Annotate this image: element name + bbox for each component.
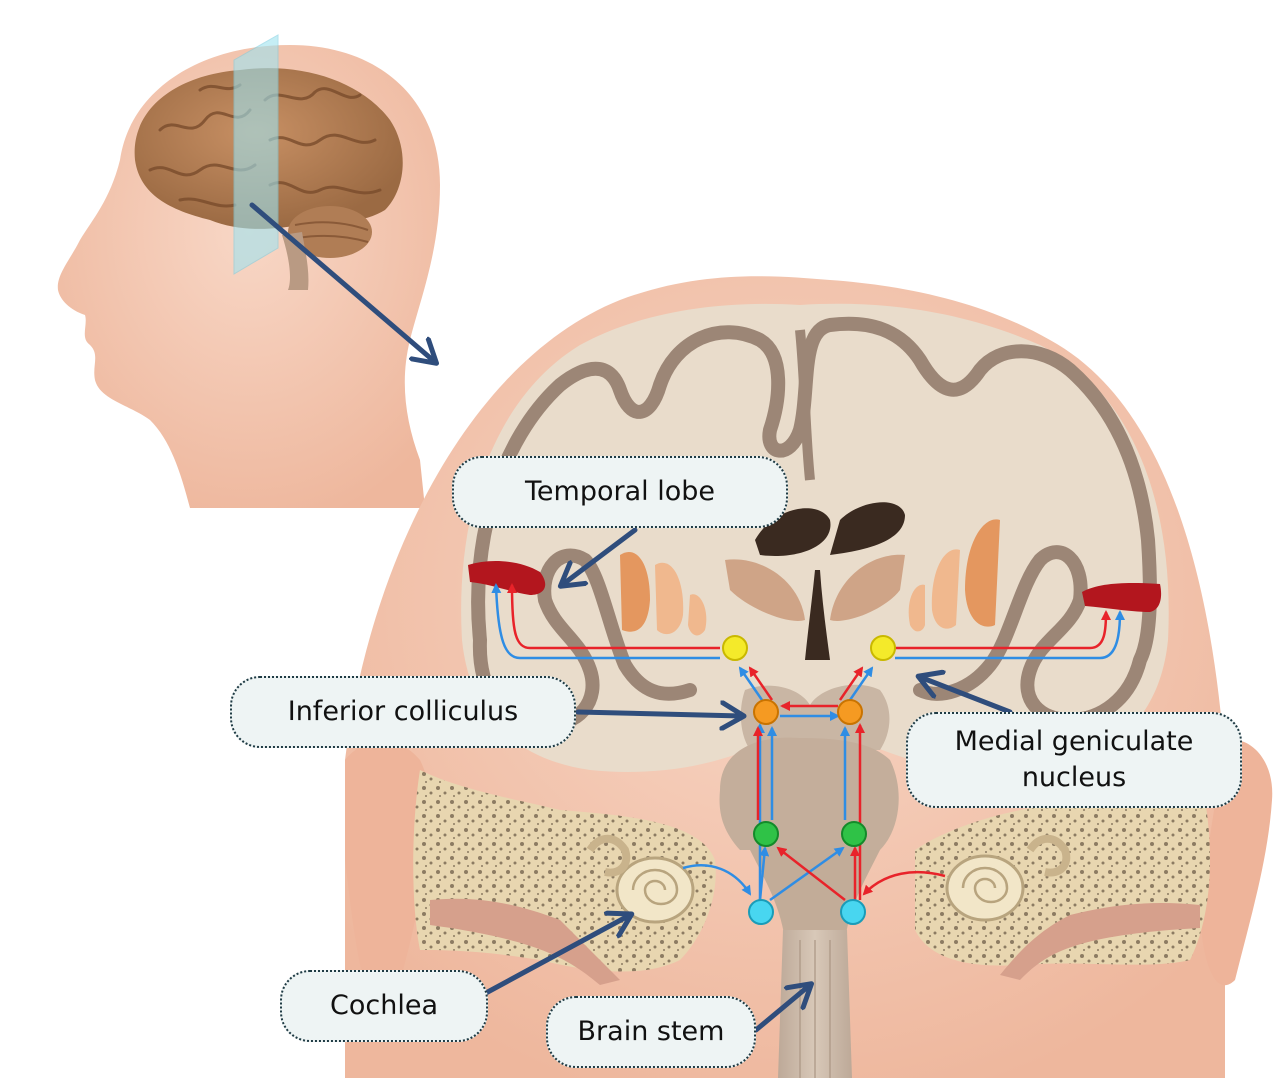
inferior-colliculus-label-text: Inferior colliculus (276, 694, 531, 730)
left-inferior-colliculus-node (754, 700, 778, 724)
medial-geniculate-label-text: Medial geniculate nucleus (943, 724, 1206, 796)
brain-stem-label: Brain stem (546, 996, 756, 1068)
head-profile-illustration (58, 35, 440, 508)
medial-geniculate-line1: Medial geniculate (955, 726, 1194, 757)
left-olivary-node (754, 822, 778, 846)
right-olivary-node (842, 822, 866, 846)
coronal-plane (234, 35, 278, 274)
left-medial-geniculate-node (723, 636, 747, 660)
pons (720, 738, 899, 850)
cochlea-label: Cochlea (280, 970, 488, 1042)
right-inferior-colliculus-node (838, 700, 862, 724)
inferior-colliculus-label: Inferior colliculus (230, 676, 576, 748)
left-cochlear-nucleus-node (749, 900, 773, 924)
right-medial-geniculate-node (871, 636, 895, 660)
right-cochlear-nucleus-node (841, 900, 865, 924)
cochlea-label-text: Cochlea (318, 988, 450, 1024)
medial-geniculate-line2: nucleus (1022, 762, 1126, 793)
medial-geniculate-label: Medial geniculate nucleus (906, 712, 1242, 808)
temporal-lobe-label: Temporal lobe (452, 456, 788, 528)
brain-stem-label-text: Brain stem (566, 1014, 737, 1050)
temporal-lobe-label-text: Temporal lobe (513, 474, 727, 510)
